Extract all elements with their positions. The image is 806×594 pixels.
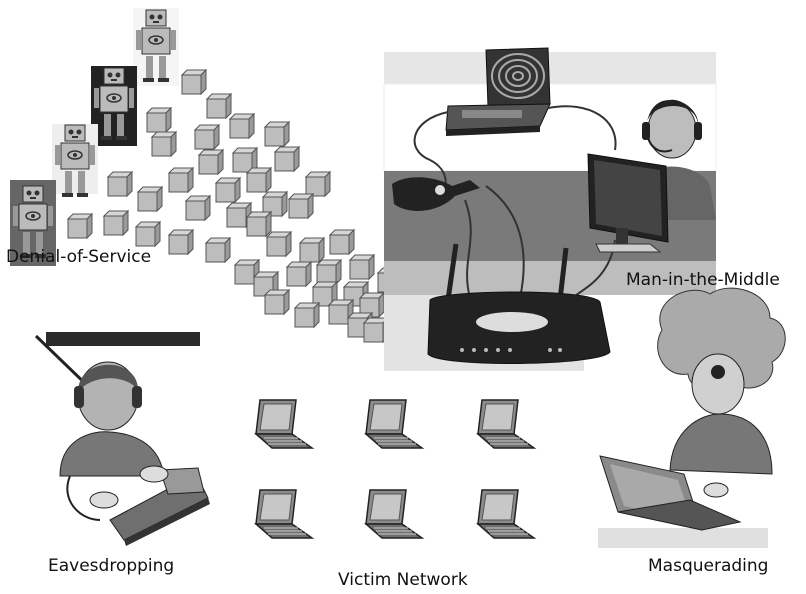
cable-cutter-icon: [392, 177, 480, 211]
label-eavesdropping: Eavesdropping: [48, 556, 175, 576]
laptop-icon: [255, 489, 313, 539]
laptop-icon: [477, 399, 535, 449]
laptop-icon: [365, 399, 423, 449]
attacker-laptop-icon: [445, 47, 551, 136]
banner-bar: [46, 332, 200, 346]
cable: [547, 105, 617, 151]
label-masquerading: Masquerading: [648, 556, 769, 576]
eavesdropper-laptop-icon: [109, 467, 210, 546]
masquerader: [598, 287, 786, 548]
masquerader-laptop-icon: [599, 455, 742, 531]
headphones-icon: [74, 386, 84, 408]
cable: [464, 199, 472, 299]
laptop-icon: [477, 489, 535, 539]
router-icon: [427, 243, 611, 364]
cable: [485, 185, 525, 299]
label-denial-of-service: Denial-of-Service: [6, 247, 152, 267]
clown-nose-icon: [711, 365, 725, 379]
clown-wig-icon: [657, 287, 786, 391]
desk: [598, 528, 768, 548]
laptop-icon: [255, 399, 313, 449]
victim-network: [255, 399, 535, 539]
dos-robots: [10, 8, 179, 266]
mitm-panel: [383, 47, 717, 371]
label-man-in-the-middle: Man-in-the-Middle: [626, 270, 780, 290]
eavesdropper: [34, 332, 210, 546]
label-victim-network: Victim Network: [338, 570, 468, 590]
monitor-icon: [587, 153, 669, 253]
laptop-icon: [365, 489, 423, 539]
